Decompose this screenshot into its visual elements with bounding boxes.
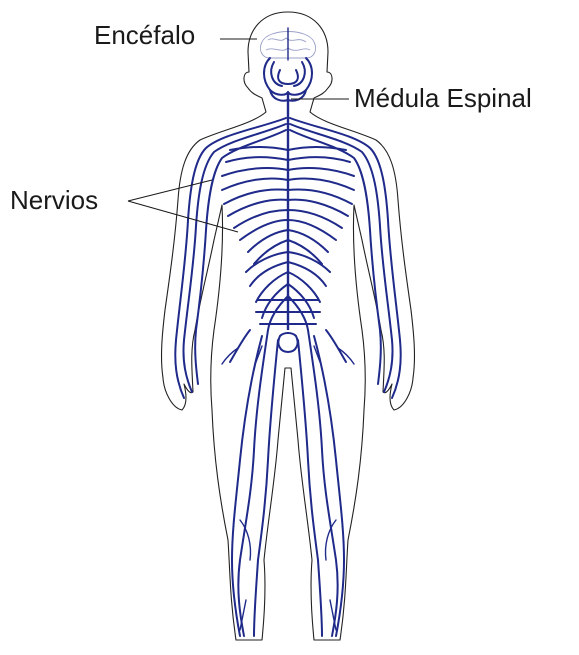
label-spinal-cord: Médula Espinal: [354, 83, 532, 113]
label-nerves: Nervios: [10, 185, 98, 215]
label-brain: Encéfalo: [94, 20, 195, 50]
